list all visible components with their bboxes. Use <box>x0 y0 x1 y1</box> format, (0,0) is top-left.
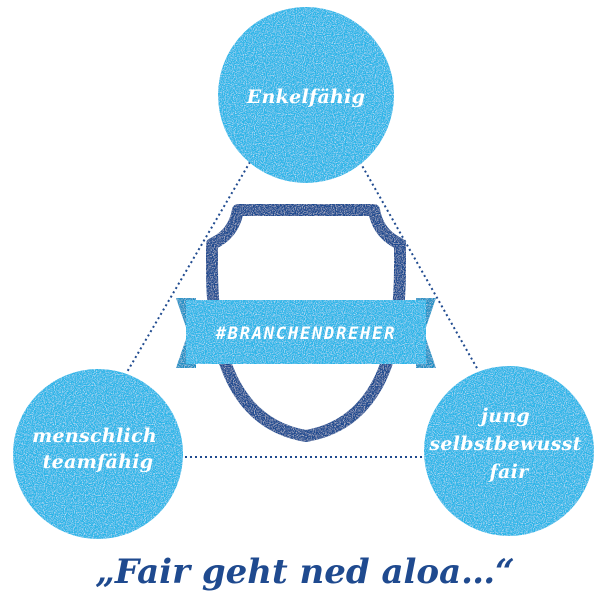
circle-right-label-line: selbstbewusst <box>428 433 581 455</box>
connector-top-left <box>126 161 251 373</box>
circle-right-label-line: jung <box>477 405 530 427</box>
svg-text:menschlich teamfähig: menschlich teamfähig <box>32 425 164 473</box>
circle-right-label-line: fair <box>488 461 531 483</box>
circle-top: Enkelfähig <box>218 7 394 183</box>
slogan: „Fair geht ned aloa…“ <box>95 552 514 592</box>
banner-ribbon <box>176 298 436 368</box>
circle-left-label-line: teamfähig <box>43 451 154 473</box>
circle-right-shape <box>424 366 594 536</box>
circle-left-label-line: menschlich <box>32 425 157 447</box>
circle-top-shape <box>218 7 394 183</box>
svg-text:jung selbstbewusst: jung selbstbewusst fair <box>428 405 588 483</box>
banner-text: #BRANCHENDREHER <box>215 324 397 344</box>
circle-right: jung selbstbewusst fair <box>424 366 594 536</box>
circle-left-shape <box>13 369 183 539</box>
connector-lines <box>126 161 479 458</box>
svg-text:Enkelfähig: Enkelfähig <box>246 86 366 108</box>
banner-body <box>186 300 426 364</box>
circle-left: menschlich teamfähig <box>13 369 183 539</box>
circle-top-label-line: Enkelfähig <box>246 86 366 108</box>
shield-icon <box>206 204 406 442</box>
